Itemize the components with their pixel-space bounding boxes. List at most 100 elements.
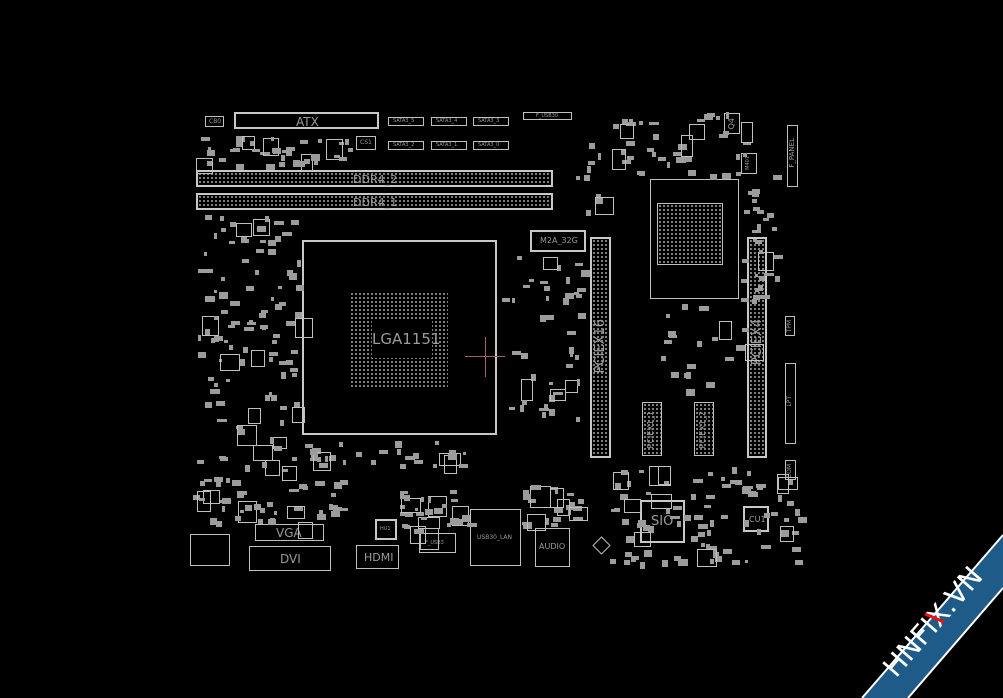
f-panel-header[interactable]: F_PANEL — [787, 125, 798, 187]
f-usb30-header[interactable]: F_USB30 — [523, 112, 572, 120]
smd-pad — [619, 493, 629, 500]
vga-connector[interactable]: VGA — [255, 524, 324, 541]
smd-pad — [459, 464, 469, 468]
sata-2[interactable]: SATA3_2 — [388, 141, 424, 150]
tpm-header[interactable]: TPM — [785, 316, 795, 336]
m2-slot[interactable]: M2A_32G — [530, 230, 586, 252]
cu1-chip[interactable]: CU1 — [743, 506, 769, 532]
smd-pad — [587, 166, 592, 173]
smd-pad — [795, 560, 804, 565]
cb0-battery[interactable]: CB0 — [205, 116, 224, 127]
smd-pad — [567, 492, 574, 496]
lpt-header[interactable]: LPT — [785, 363, 796, 444]
smd-pad — [329, 503, 333, 511]
smd-pad — [265, 215, 270, 222]
sata-label: SATA3_3 — [478, 118, 500, 124]
cpu-socket[interactable]: LGA1151 — [302, 240, 497, 435]
sata-4[interactable]: SATA3_4 — [431, 117, 467, 126]
smd-pad — [549, 382, 553, 386]
sata-5[interactable]: SATA3_5 — [388, 117, 424, 126]
smd-pad — [310, 154, 321, 161]
smd-pad — [792, 546, 801, 553]
smd-pad — [672, 152, 682, 157]
q4-component[interactable]: Q4 — [724, 113, 740, 134]
smd-pad — [450, 498, 458, 502]
ddr4-1-slot[interactable]: DDR4_1 — [196, 193, 553, 210]
smd-pad — [530, 485, 541, 491]
smd-pad — [299, 484, 308, 489]
smd-pad — [577, 312, 586, 319]
smd-pad — [764, 272, 775, 277]
smd-pad — [638, 121, 643, 125]
smd-pad — [704, 504, 711, 508]
dvi-connector[interactable]: DVI — [249, 546, 331, 571]
atx-connector[interactable]: ATX — [234, 112, 379, 129]
smd-pad — [625, 536, 636, 543]
ic-component — [401, 498, 421, 514]
smd-pad — [686, 364, 697, 370]
com-header[interactable]: COM — [785, 460, 796, 480]
smd-pad — [267, 239, 277, 247]
smd-pad — [575, 294, 583, 298]
pciex1-1-slot[interactable]: PCIEX1_1 — [642, 402, 662, 456]
sata-0[interactable]: SATA3_0 — [473, 141, 509, 150]
smd-pad — [331, 455, 336, 462]
dvi-label: DVI — [280, 552, 301, 566]
smd-pad — [568, 347, 574, 354]
pciex16-slot[interactable]: PCIEX16 — [590, 237, 611, 458]
smd-pad — [757, 210, 764, 215]
smd-pad — [400, 511, 406, 516]
smd-pad — [770, 512, 778, 517]
smd-pad — [215, 521, 222, 528]
hu1-chip[interactable]: HU1 — [375, 519, 397, 540]
smd-pad — [294, 312, 302, 320]
smd-pad — [261, 309, 269, 313]
smd-pad — [615, 483, 622, 489]
smd-pad — [575, 262, 584, 266]
audio-connector[interactable]: AUDIO — [535, 528, 570, 567]
ic-component — [549, 389, 566, 402]
pciex1-2-slot[interactable]: PCIEX1_2 — [694, 402, 714, 456]
sata-3[interactable]: SATA3_3 — [473, 117, 509, 126]
sio-label: SIO — [651, 514, 674, 529]
ic-component — [220, 353, 240, 371]
smd-pad — [753, 238, 757, 243]
smd-pad — [771, 227, 777, 232]
ddr4-1-label: DDR4_1 — [353, 196, 398, 209]
smd-pad — [736, 172, 741, 177]
ic-component — [242, 135, 255, 150]
pciex4-slot[interactable]: PCIEX4 — [747, 237, 767, 458]
smd-pad — [243, 346, 249, 353]
smd-pad — [780, 530, 789, 538]
smd-pad — [316, 457, 321, 463]
smd-pad — [706, 529, 711, 536]
ic-component — [202, 316, 219, 336]
hdmi-connector[interactable]: HDMI — [356, 545, 399, 569]
smd-pad — [414, 459, 424, 465]
cs1-component[interactable]: CS1 — [356, 136, 376, 150]
smd-pad — [519, 404, 525, 412]
smd-pad — [633, 556, 639, 560]
usb-lan-connector[interactable]: USB30_LAN — [470, 509, 521, 566]
sata-1[interactable]: SATA3_1 — [431, 141, 467, 150]
q4-label: Q4 — [727, 118, 736, 130]
smd-pad — [696, 341, 702, 348]
pch-bga[interactable] — [657, 203, 723, 265]
smd-pad — [424, 509, 433, 515]
f-usb30-label: F_USB30 — [536, 113, 559, 119]
smd-pad — [210, 388, 220, 395]
smd-pad — [281, 149, 290, 154]
smd-pad — [652, 133, 659, 140]
m401-component[interactable]: M401 — [741, 153, 757, 174]
pch-area[interactable] — [650, 179, 739, 299]
smd-pad — [214, 476, 224, 483]
diamond-component[interactable] — [592, 536, 611, 555]
smd-pad — [685, 372, 692, 379]
smd-pad — [310, 453, 319, 459]
smd-pad — [220, 227, 226, 232]
ps2-connector[interactable] — [190, 534, 230, 566]
ddr4-2-slot[interactable]: DDR4_2 — [196, 170, 553, 187]
ic-component — [612, 148, 627, 170]
